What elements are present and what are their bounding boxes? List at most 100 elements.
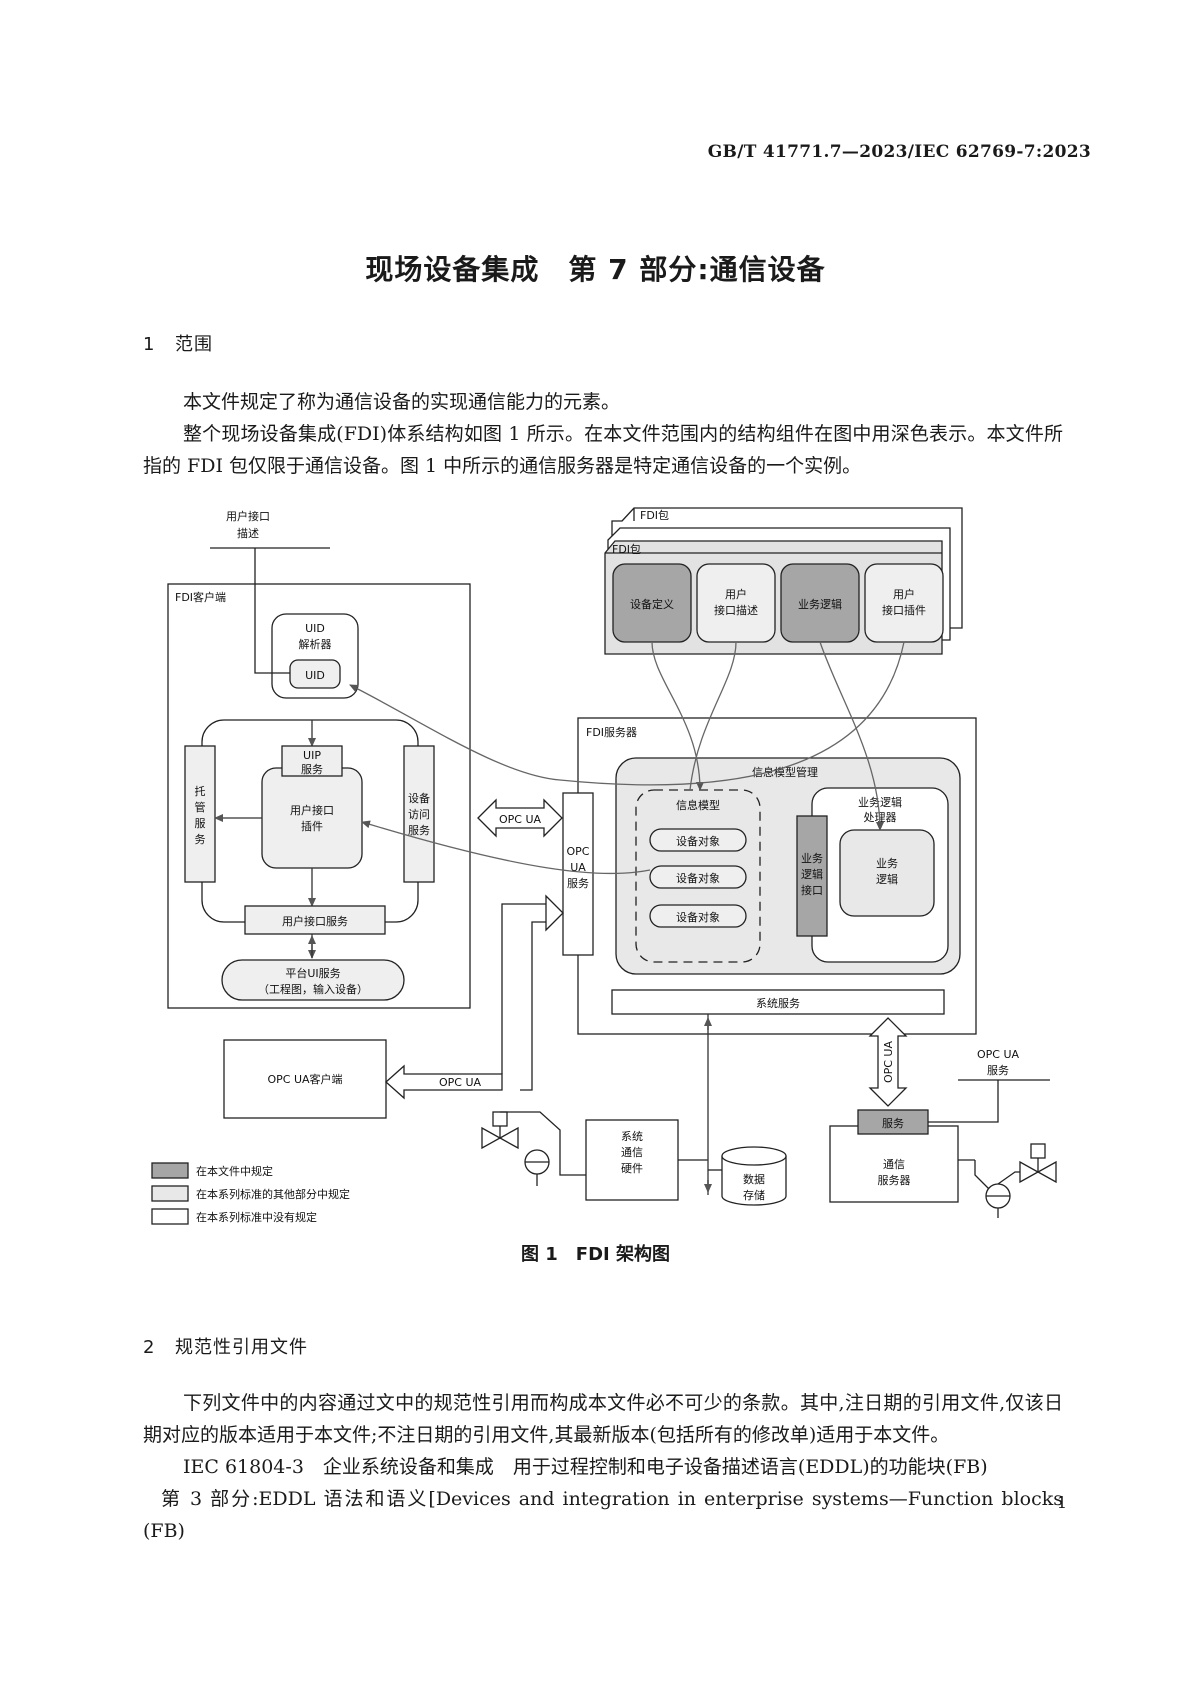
device-object-3: 设备对象 [649, 904, 747, 928]
svg-text:业务: 业务 [801, 852, 823, 865]
svg-text:服务: 服务 [567, 877, 589, 890]
paragraph: 下列文件中的内容通过文中的规范性引用而构成本文件必不可少的条款。其中,注日期的引… [143, 1392, 1063, 1446]
svg-text:OPC UA: OPC UA [499, 813, 542, 826]
comm-server-box: 通信 服务器 [829, 1125, 959, 1203]
svg-text:OPC UA: OPC UA [882, 1041, 895, 1084]
reference-entry-continued: 第 3 部分:EDDL 语法和语义[Devices and integratio… [143, 1488, 1063, 1542]
svg-text:逻辑: 逻辑 [876, 872, 898, 886]
opc-ua-vertical-arrow: OPC UA [868, 1017, 908, 1107]
svg-text:用户: 用户 [893, 587, 915, 601]
paragraph: 整个现场设备集成(FDI)体系结构如图 1 所示。在本文件范围内的结构组件在图中… [143, 423, 1063, 477]
svg-text:信息模型管理: 信息模型管理 [752, 765, 818, 779]
svg-text:OPC: OPC [567, 845, 590, 858]
svg-text:OPC UA客户端: OPC UA客户端 [267, 1072, 342, 1086]
svg-text:（工程图，输入设备）: （工程图，输入设备） [258, 982, 368, 996]
device-object-2: 设备对象 [649, 865, 747, 889]
fdi-architecture-diagram: 用户接口 描述 FDI包 FDI包 设备定义 用户 接口描述 业务逻辑 [151, 507, 1057, 1225]
svg-text:系统: 系统 [621, 1130, 643, 1143]
svg-text:用户接口: 用户接口 [290, 803, 334, 817]
user-interface-plugin-box: 用户接口 插件 [261, 767, 363, 869]
uip-package-box: 用户 接口插件 [864, 563, 944, 643]
figure-caption: 图 1 FDI 架构图 [521, 1244, 670, 1265]
svg-text:UID: UID [305, 622, 325, 635]
svg-text:服务器: 服务器 [878, 1174, 911, 1187]
svg-text:设备对象: 设备对象 [676, 910, 720, 924]
svg-text:用户: 用户 [725, 587, 747, 601]
svg-text:业务: 业务 [876, 857, 898, 870]
svg-text:UID: UID [305, 669, 325, 682]
svg-text:插件: 插件 [301, 819, 323, 833]
svg-text:服务: 服务 [301, 763, 323, 776]
reference-entry: IEC 61804-3 企业系统设备和集成 用于过程控制和电子设备描述语言(ED… [183, 1456, 988, 1478]
svg-text:通信: 通信 [621, 1146, 643, 1159]
svg-text:信息模型: 信息模型 [676, 798, 720, 812]
svg-text:设备对象: 设备对象 [676, 834, 720, 848]
svg-text:设备定义: 设备定义 [630, 597, 674, 611]
uid-description-label: 用户接口 描述 [226, 509, 270, 540]
document-title: 现场设备集成 第 7 部分:通信设备 [365, 253, 826, 286]
opc-ua-double-arrow: OPC UA [477, 798, 563, 838]
svg-text:托: 托 [195, 784, 206, 798]
svg-text:服务: 服务 [987, 1064, 1009, 1077]
svg-text:通信: 通信 [883, 1158, 905, 1171]
platform-ui-services-box: 平台UI服务 （工程图，输入设备） [221, 959, 405, 1001]
svg-text:在本文件中规定: 在本文件中规定 [196, 1164, 273, 1178]
svg-text:用户接口: 用户接口 [226, 509, 270, 523]
business-logic-inner-box: 业务 逻辑 [839, 829, 935, 917]
svg-text:设备对象: 设备对象 [676, 871, 720, 885]
data-storage-cylinder: 数据 存储 [721, 1146, 787, 1206]
svg-text:务: 务 [195, 833, 206, 846]
business-logic-interface-box: 业务 逻辑 接口 [796, 815, 828, 937]
svg-text:OPC UA: OPC UA [977, 1048, 1020, 1061]
hosting-services-box: 托 管 服 务 [184, 745, 216, 883]
svg-text:设备: 设备 [408, 791, 430, 805]
svg-text:服务: 服务 [882, 1117, 904, 1130]
uid-box: UID [289, 659, 341, 689]
opc-ua-services-box: OPC UA 服务 [562, 792, 594, 956]
device-definition-box: 设备定义 [612, 563, 692, 643]
section-2-body: 下列文件中的内容通过文中的规范性引用而构成本文件必不可少的条款。其中,注日期的引… [143, 1387, 1063, 1547]
uip-services-box: UIP 服务 [281, 745, 343, 777]
svg-text:逻辑: 逻辑 [801, 867, 823, 881]
svg-text:管: 管 [195, 800, 206, 814]
opc-ua-services-label: OPC UA 服务 [977, 1048, 1020, 1077]
svg-text:平台UI服务: 平台UI服务 [285, 966, 340, 980]
svg-text:FDI包: FDI包 [640, 509, 669, 522]
page-number: 1 [1056, 1493, 1067, 1512]
svg-text:OPC UA: OPC UA [439, 1076, 482, 1089]
uid-package-box: 用户 接口描述 [696, 563, 776, 643]
svg-text:业务逻辑: 业务逻辑 [858, 795, 902, 809]
svg-text:接口: 接口 [801, 884, 823, 897]
section-1-body: 本文件规定了称为通信设备的实现通信能力的元素。 整个现场设备集成(FDI)体系结… [143, 386, 1063, 482]
section-number: 1 [143, 334, 156, 355]
legend: 在本文件中规定 在本系列标准的其他部分中规定 在本系列标准中没有规定 [151, 1162, 350, 1225]
opc-ua-client-box: OPC UA客户端 [223, 1039, 387, 1119]
svg-text:FDI客户端: FDI客户端 [175, 590, 226, 604]
opc-ua-bottom-arrow: OPC UA [385, 1064, 503, 1100]
section-number: 2 [143, 1337, 156, 1358]
svg-text:解析器: 解析器 [299, 637, 332, 651]
svg-text:FDI包: FDI包 [612, 543, 641, 556]
svg-text:数据: 数据 [743, 1172, 765, 1186]
information-model-box: 信息模型 [635, 789, 761, 963]
svg-text:FDI服务器: FDI服务器 [586, 726, 637, 739]
section-title: 范围 [175, 334, 213, 355]
system-services-box: 系统服务 [611, 989, 945, 1015]
svg-text:系统服务: 系统服务 [756, 997, 800, 1010]
svg-text:描述: 描述 [237, 526, 259, 540]
paragraph: 本文件规定了称为通信设备的实现通信能力的元素。 [183, 391, 621, 413]
svg-text:在本系列标准的其他部分中规定: 在本系列标准的其他部分中规定 [196, 1187, 350, 1201]
svg-text:访问: 访问 [408, 808, 430, 821]
user-interface-services-box: 用户接口服务 [244, 905, 386, 935]
standard-number: GB/T 41771.7—2023/IEC 62769-7:2023 [707, 142, 1091, 162]
svg-text:存储: 存储 [743, 1188, 765, 1202]
svg-text:业务逻辑: 业务逻辑 [798, 597, 842, 611]
device-access-services-box: 设备 访问 服务 [403, 745, 435, 883]
system-comm-hardware-box: 系统 通信 硬件 [585, 1119, 679, 1201]
section-1-heading: 1 范围 [143, 330, 213, 356]
services-box: 服务 [857, 1109, 929, 1135]
svg-text:硬件: 硬件 [621, 1162, 643, 1175]
valve-symbol-right [958, 1143, 1057, 1218]
business-logic-package-box: 业务逻辑 [780, 563, 860, 643]
